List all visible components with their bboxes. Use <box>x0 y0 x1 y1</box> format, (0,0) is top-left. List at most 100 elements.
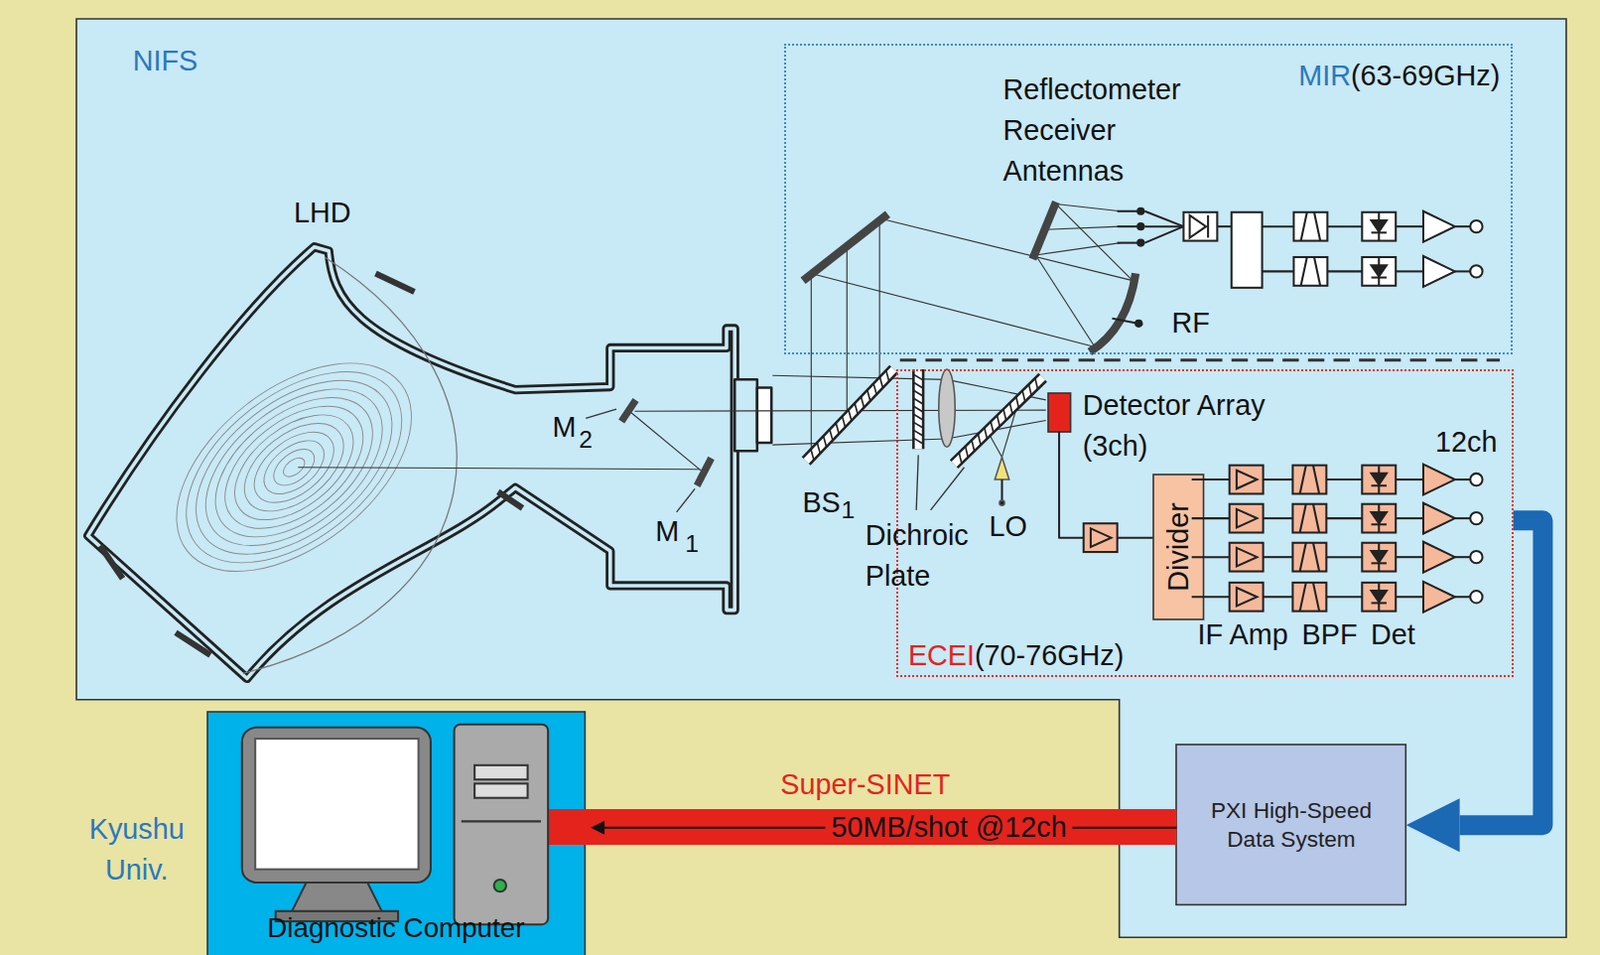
beam-splitter-plate <box>965 445 969 458</box>
receiver-chain <box>1361 212 1396 242</box>
receiver-chain <box>1469 550 1482 563</box>
part-label: 2 <box>578 424 593 455</box>
text-holder: Detector Array (3ch) <box>1082 385 1267 467</box>
antenna-feed <box>1137 223 1144 230</box>
box-outline <box>1153 474 1204 620</box>
label-holder: 12ch <box>1435 424 1497 460</box>
vessel-wall <box>734 379 758 451</box>
leader-line <box>585 408 617 418</box>
label-holder: M <box>552 408 577 444</box>
receiver-chain <box>1423 503 1456 534</box>
beam-splitter-plate <box>913 390 924 397</box>
receiver-chain <box>1395 595 1424 598</box>
receiver-chain <box>1326 478 1362 481</box>
text-holder: Kyushu Univ. <box>78 808 195 891</box>
beam-ray <box>1035 243 1120 256</box>
beam-splitter-plate <box>867 390 871 402</box>
label-holder: RF <box>1172 305 1210 341</box>
local-oscillator <box>999 500 1005 506</box>
part-label: M <box>655 513 679 548</box>
receiver-chain <box>1371 473 1387 485</box>
mirror <box>696 457 711 486</box>
part-label: IF Amp <box>1198 617 1289 653</box>
divertor-plate <box>375 272 414 292</box>
receiver-chain <box>1469 220 1482 233</box>
receiver-chain <box>1371 590 1387 602</box>
beam-ray <box>297 467 700 470</box>
receiver-chain <box>1395 269 1424 272</box>
box-outline <box>1048 393 1071 432</box>
local-oscillator <box>1000 479 1003 504</box>
receiver-chain <box>1361 582 1396 612</box>
local-oscillator <box>994 456 1009 506</box>
vessel-wall <box>757 388 772 444</box>
receiver-chain <box>1469 473 1482 486</box>
receiver-chain <box>1083 523 1118 552</box>
receiver-chain <box>1371 265 1387 276</box>
beam-splitter-plate <box>805 369 894 462</box>
leader-line <box>916 454 919 511</box>
beam-splitter-plate <box>958 452 962 465</box>
data-system-box: PXI High-Speed Data System <box>1176 744 1406 905</box>
receiver-chain <box>1263 517 1294 520</box>
receiver-chain <box>1300 582 1307 612</box>
receiver-chain <box>1361 465 1396 495</box>
receiver-chain <box>1371 484 1387 487</box>
vessel-wall <box>243 257 457 673</box>
receiver-chain <box>1423 211 1456 243</box>
computer-icon <box>255 738 418 870</box>
divertor-plate <box>100 272 524 655</box>
part-label: BS <box>801 485 840 521</box>
beam-splitter-plate <box>816 442 820 455</box>
beam-splitter-plate <box>886 370 890 383</box>
divertor-plate <box>498 491 524 508</box>
receiver-chain <box>1301 212 1308 242</box>
lens <box>938 369 955 447</box>
label-holder: Det <box>1370 617 1416 653</box>
receiver-chain <box>1300 504 1307 534</box>
receiver-chain <box>1326 595 1362 598</box>
frame-heading: (63-69GHz) <box>1350 58 1500 94</box>
part-label: Reflectometer Receiver Antennas <box>1003 69 1233 192</box>
beam-ray <box>810 272 1095 347</box>
detector-array: Detector Array (3ch) <box>1048 393 1071 432</box>
beam-splitter-plate <box>913 429 924 436</box>
part-label: LO <box>989 509 1028 544</box>
antenna-feed <box>1144 211 1184 227</box>
beam-ray <box>1046 226 1121 230</box>
receiver-chain <box>1262 269 1295 272</box>
part-label: M <box>552 408 577 444</box>
data-system-box-shape <box>1176 744 1406 905</box>
beam-splitter-plate <box>879 376 883 389</box>
computer-icon <box>242 727 431 883</box>
beam-splitter-plate <box>810 448 814 461</box>
part-label: 12ch <box>1435 424 1497 460</box>
part-label: 1 <box>684 529 699 559</box>
vessel-wall <box>88 247 736 679</box>
receiver-chain <box>1263 478 1294 481</box>
receiver-chain <box>1361 504 1396 534</box>
detector-array-shape <box>1048 393 1071 432</box>
separator-line <box>900 359 1500 361</box>
receiver-chain <box>1262 225 1295 228</box>
receiver-chain <box>1313 465 1320 495</box>
receiver-chain <box>1395 517 1424 520</box>
node-text: Diagnostic Computer <box>207 911 585 944</box>
receiver-chain <box>1455 478 1470 481</box>
receiver-chain <box>1314 257 1321 286</box>
text-holder: NIFS <box>133 43 199 79</box>
text-holder: PXI High-Speed Data System <box>1176 744 1406 905</box>
label-holder: 1 <box>840 495 855 526</box>
part-label: 1 <box>840 495 855 526</box>
leader-line <box>585 408 964 513</box>
receiver-chain <box>1293 257 1328 286</box>
beam-splitter-plate <box>1022 390 1026 402</box>
beam-splitter-plate <box>841 415 845 428</box>
label-holder: LO <box>989 509 1028 544</box>
receiver-chain <box>1371 550 1387 562</box>
beam-splitter-plate <box>913 405 924 412</box>
beam-splitter-plate <box>913 421 924 428</box>
computer-icon <box>454 724 549 925</box>
vessel-wall <box>88 247 736 679</box>
beam-ray <box>630 411 702 472</box>
